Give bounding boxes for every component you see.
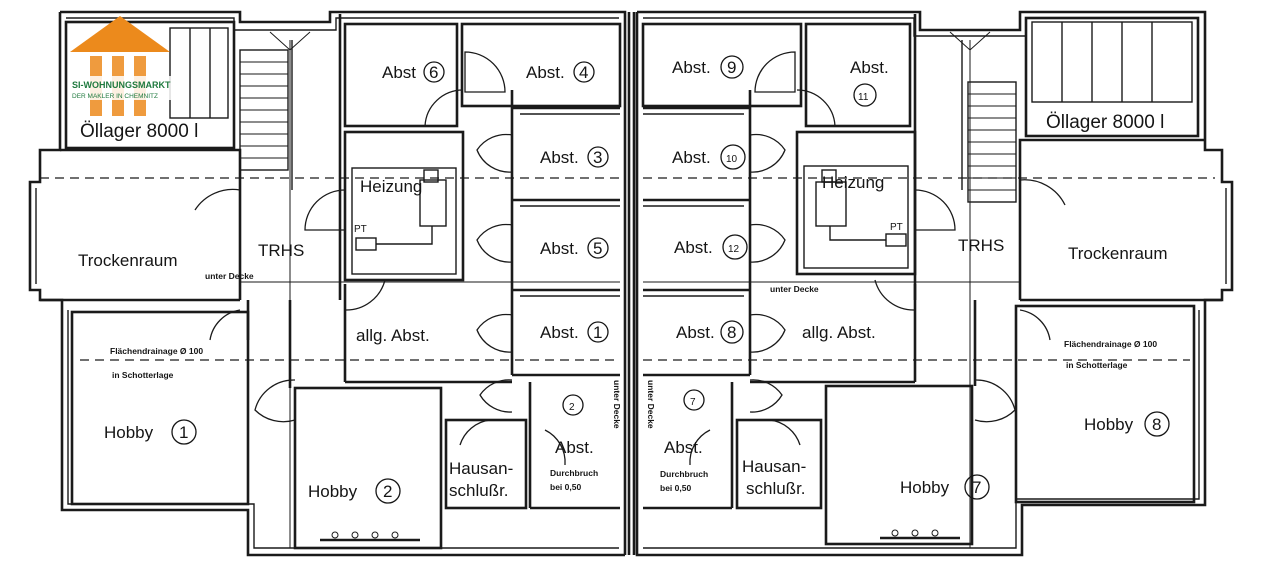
label-durchbruch-right: Durchbruch xyxy=(660,469,708,479)
label-hobby-8-num: 8 xyxy=(1152,415,1161,434)
label-hobby-1-num: 1 xyxy=(179,423,188,442)
labels-right: Öllager 8000 l Abst. 9 Abst. 11 Abst. 10… xyxy=(646,55,1170,500)
label-abst-12: Abst. xyxy=(674,238,713,257)
label-hobby-1: Hobby xyxy=(104,423,154,442)
fixtures-right xyxy=(880,529,960,540)
label-trhs-right: TRHS xyxy=(958,236,1004,255)
label-drainage-right: Flächendrainage Ø 100 xyxy=(1064,339,1157,349)
label-hobby-8: Hobby xyxy=(1084,415,1134,434)
label-hausan-right: Hausan- xyxy=(742,457,806,476)
label-schotter-right: in Schotterlage xyxy=(1066,360,1128,370)
label-abst-3-num: 3 xyxy=(593,148,602,167)
company-logo: SI-WOHNUNGSMARKT DER MAKLER IN CHEMNITZ xyxy=(70,16,174,116)
label-abst-11: Abst. xyxy=(850,58,889,77)
logo-tagline: DER MAKLER IN CHEMNITZ xyxy=(72,93,158,100)
label-hobby-2: Hobby xyxy=(308,482,358,501)
label-abst-7: Abst. xyxy=(664,438,703,457)
label-abst-4-num: 4 xyxy=(579,63,588,82)
label-hobby-7: Hobby xyxy=(900,478,950,497)
label-unter-decke-left: unter Decke xyxy=(205,271,254,281)
fixtures-left xyxy=(320,531,420,542)
party-wall xyxy=(627,12,636,555)
label-abst-8: Abst. xyxy=(676,323,715,342)
label-heizung-left: Heizung xyxy=(360,177,422,196)
label-abst-10-num: 10 xyxy=(726,154,738,165)
label-bei-right: bei 0,50 xyxy=(660,483,691,493)
heating-unit-right xyxy=(815,169,907,247)
label-abst-3: Abst. xyxy=(540,148,579,167)
label-abst-2-num: 2 xyxy=(569,402,575,413)
label-trhs-left: TRHS xyxy=(258,241,304,260)
label-abst-10: Abst. xyxy=(672,148,711,167)
label-ollager-right: Öllager 8000 l xyxy=(1046,112,1164,133)
drain-lines xyxy=(40,31,1215,548)
label-pt-right: PT xyxy=(890,222,903,233)
interior-walls-right xyxy=(641,14,1222,546)
label-heizung-right: Heizung xyxy=(822,173,884,192)
label-abst-5: Abst. xyxy=(540,239,579,258)
label-trockenraum-right: Trockenraum xyxy=(1068,244,1168,263)
label-abst-9-num: 9 xyxy=(727,58,736,77)
label-ollager-left: Öllager 8000 l xyxy=(80,121,198,142)
label-abst-5-num: 5 xyxy=(593,239,602,258)
label-abst-4: Abst. xyxy=(526,63,565,82)
label-schluss-left: schlußr. xyxy=(449,481,509,500)
label-unter-decke-right: unter Decke xyxy=(770,284,819,294)
label-durchbruch-left: Durchbruch xyxy=(550,468,598,478)
label-unter-decke-v-right: unter Decke xyxy=(646,380,656,429)
door-swings xyxy=(194,51,1066,466)
label-abst-1: Abst. xyxy=(540,323,579,342)
label-hobby-7-num: 7 xyxy=(972,478,981,497)
label-schotter-left: in Schotterlage xyxy=(112,370,174,380)
logo-roof-icon xyxy=(70,16,170,52)
label-trockenraum-left: Trockenraum xyxy=(78,251,178,270)
label-allg-abst-left: allg. Abst. xyxy=(356,326,430,345)
label-abst-6: Abst xyxy=(382,63,416,82)
label-abst-1-num: 1 xyxy=(593,323,602,342)
logo-name: SI-WOHNUNGSMARKT xyxy=(72,80,171,90)
label-drainage-left: Flächendrainage Ø 100 xyxy=(110,346,203,356)
heating-unit-left xyxy=(355,169,447,251)
label-bei-left: bei 0,50 xyxy=(550,482,581,492)
label-hausan-left: Hausan- xyxy=(449,459,513,478)
label-abst-2: Abst. xyxy=(555,438,594,457)
label-abst-7-num: 7 xyxy=(690,397,696,408)
label-unter-decke-v-left: unter Decke xyxy=(612,380,622,429)
interior-walls-left xyxy=(40,14,622,550)
label-abst-11-num: 11 xyxy=(858,92,869,103)
label-hobby-2-num: 2 xyxy=(383,482,392,501)
label-abst-8-num: 8 xyxy=(727,323,736,342)
label-schluss-right: schlußr. xyxy=(746,479,806,498)
label-abst-12-num: 12 xyxy=(728,244,740,255)
label-abst-6-num: 6 xyxy=(429,63,438,82)
outer-walls-right xyxy=(635,10,1234,557)
label-allg-abst-right: allg. Abst. xyxy=(802,323,876,342)
label-abst-9: Abst. xyxy=(672,58,711,77)
label-pt-left: PT xyxy=(354,224,367,235)
labels-left: Öllager 8000 l Abst 6 Abst. 4 Abst. 3 Ab… xyxy=(78,61,622,504)
